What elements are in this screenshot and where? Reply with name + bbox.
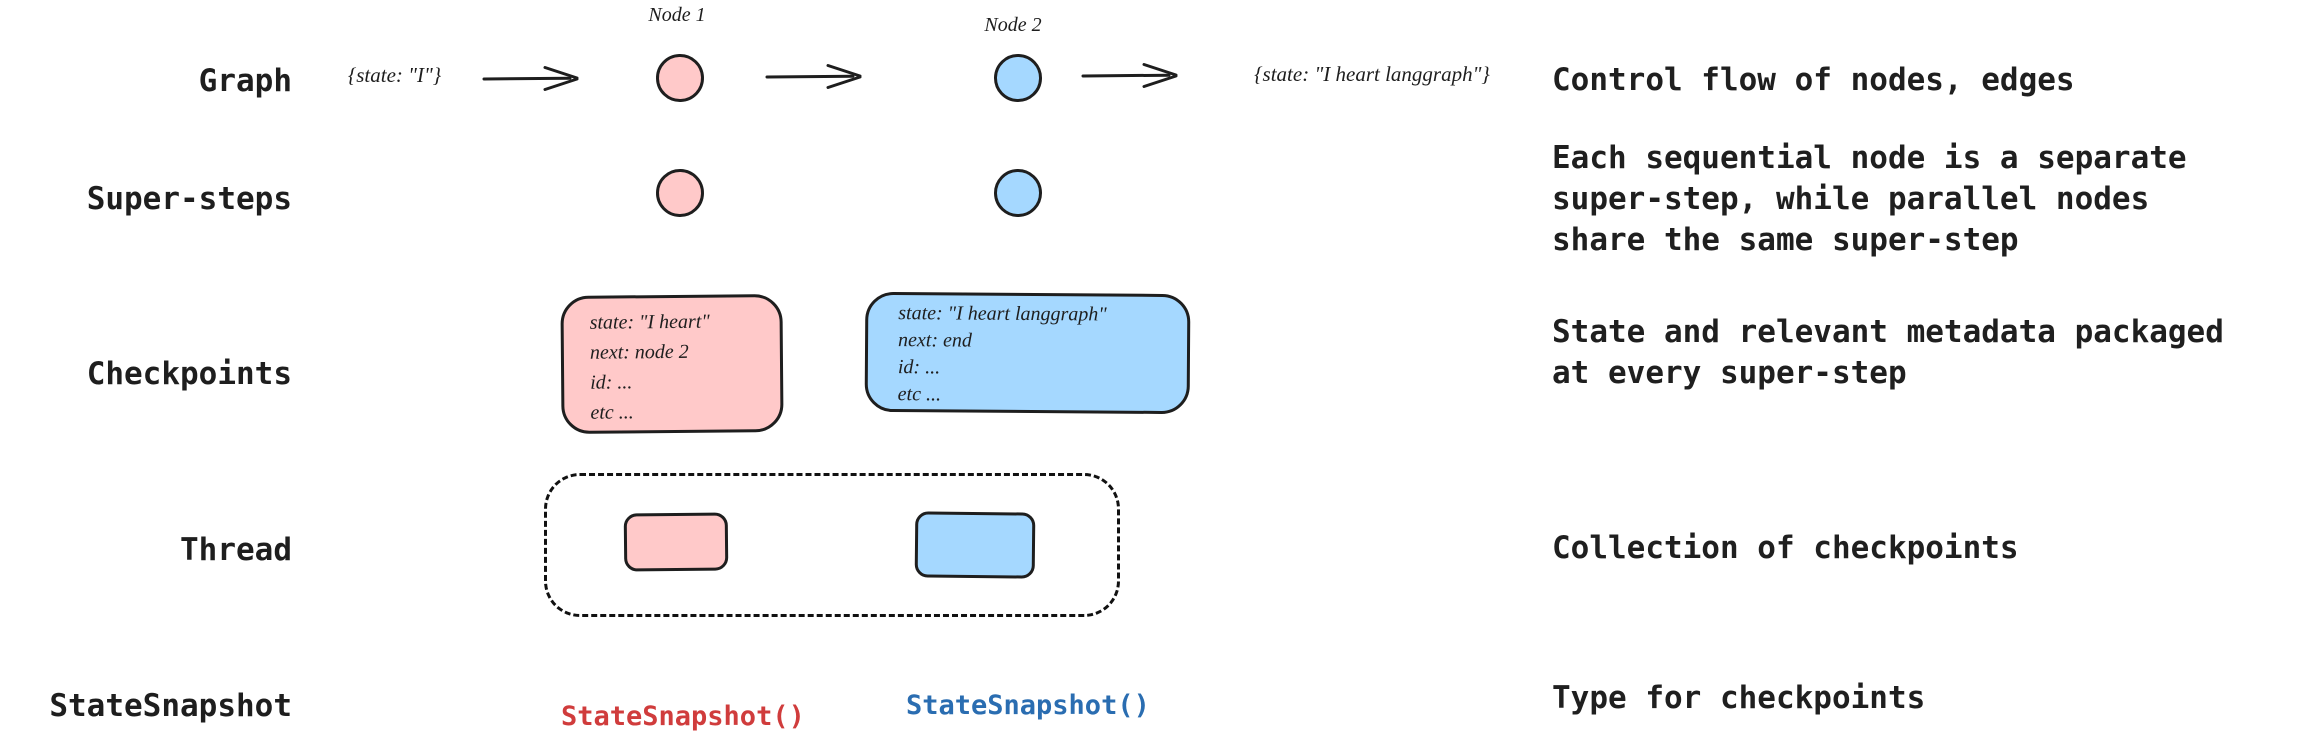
graph-output-state: {state: "I heart langgraph"} [1254,62,1490,86]
thread-dashed-boundary [544,473,1120,617]
checkpoint-box-pink: state: "I heart" next: node 2 id: ... et… [560,294,784,434]
row-label-super-steps: Super-steps [86,181,292,217]
graph-description: Control flow of nodes, edges [1552,62,2075,98]
row-label-thread: Thread [180,532,292,568]
statesnapshot-call-pink: StateSnapshot() [561,701,805,732]
super-steps-description: Each sequential node is a separate super… [1552,140,2187,258]
row-label-statesnapshot: StateSnapshot [49,688,292,724]
thread-checkpoint-pink [623,512,729,572]
statesnapshot-description: Type for checkpoints [1552,680,1926,716]
checkpoint-box-blue: state: "I heart langgraph" next: end id:… [864,291,1191,415]
checkpoints-description: State and relevant metadata packaged at … [1552,314,2224,391]
node2-label: Node 2 [984,14,1042,36]
edge-arrow-icon [482,66,579,91]
node1-circle-graph [655,53,705,103]
row-label-graph: Graph [198,63,292,99]
row-label-checkpoints: Checkpoints [86,356,292,392]
node1-label: Node 1 [648,4,706,26]
thread-description: Collection of checkpoints [1552,530,2019,566]
edge-arrow-icon [1081,63,1178,88]
edge-arrow-icon [765,64,862,89]
node2-circle-graph [993,53,1043,103]
node1-circle-superstep [655,168,705,218]
node2-circle-superstep [993,168,1043,218]
thread-checkpoint-blue [914,511,1036,579]
graph-input-state: {state: "I"} [347,63,442,87]
statesnapshot-call-blue: StateSnapshot() [906,690,1150,721]
